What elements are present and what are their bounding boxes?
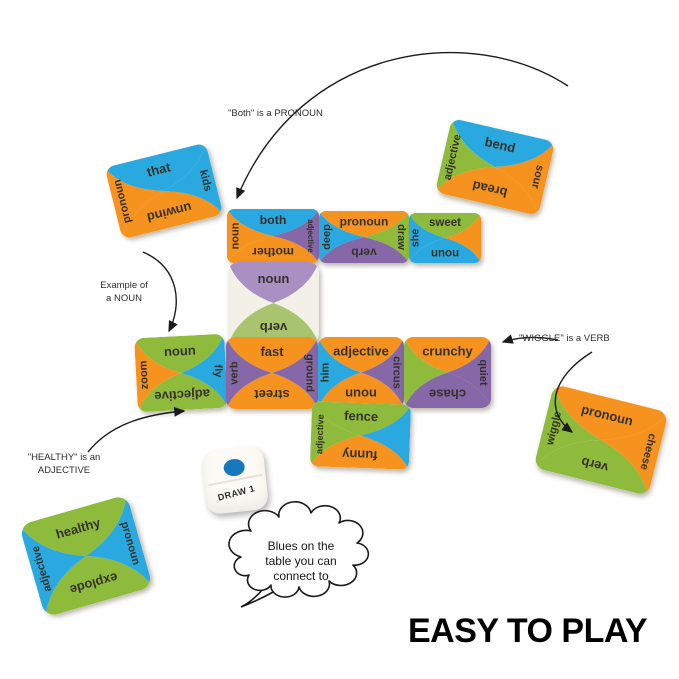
tile-face: crunchy chase quiet	[404, 337, 491, 408]
tile-face: pronoun verb deep draw	[319, 211, 409, 263]
tile-face: noun adjective zoom fly	[134, 333, 228, 413]
tile-word: pronoun	[340, 214, 389, 228]
annotation-example-noun: Example of a NOUN	[88, 280, 160, 306]
annotation-text: "Both" is a PRONOUN	[228, 108, 323, 119]
speech-cloud-outline	[228, 501, 370, 608]
tile-face: fast street verb ground	[226, 337, 318, 409]
tile-word: noun	[258, 271, 290, 286]
tile-word: kids	[197, 169, 214, 193]
annotation-healthy-adjective: "HEALTHY" is an ADJECTIVE	[14, 452, 114, 478]
speech-line: Blues on the	[267, 539, 335, 553]
tile-word: adjective	[306, 219, 315, 253]
tile-word: quiet	[477, 359, 489, 386]
tile-word: verb	[351, 246, 376, 260]
speech-line: connect to	[273, 569, 329, 583]
tile-crunchy: crunchy chase quiet	[404, 337, 491, 408]
tile-word: funny	[341, 447, 378, 463]
tile-word: street	[254, 387, 290, 402]
tile-word: fast	[260, 344, 284, 359]
annotation-line: ADJECTIVE	[37, 464, 91, 476]
tile-example-noun-verb: noun verb	[228, 262, 319, 344]
tile-word: zoom	[137, 360, 150, 390]
tile-word: noun	[345, 386, 377, 401]
tile-word: chase	[429, 386, 466, 401]
tile-face: noun verb	[228, 262, 319, 344]
speech-cloud: Blues on the table you can connect to	[225, 495, 377, 613]
tile-zoom: noun adjective zoom fly	[134, 333, 228, 413]
tile-word: noun	[229, 222, 241, 249]
tile-face: adjective noun him circus	[318, 337, 404, 408]
tile-face: fence funny adjective	[309, 401, 412, 470]
tile-word: him	[320, 363, 332, 383]
tile-word: adjective	[314, 414, 325, 454]
annotation-line: "HEALTHY" is an	[27, 452, 101, 463]
tile-fence: fence funny adjective	[309, 401, 412, 470]
tile-word: verb	[580, 454, 610, 475]
annotation-wiggle-verb: "WIGGLE" is a VERB	[519, 333, 610, 346]
arrow-healthy-adjective	[87, 406, 186, 453]
tile-him: adjective noun him circus	[318, 337, 404, 408]
tile-word: circus	[390, 356, 402, 388]
tile-word: fly	[212, 364, 225, 378]
tile-word: adjective	[333, 344, 389, 359]
tile-word: she	[409, 229, 421, 248]
tile-face: both mother noun adjective	[227, 209, 319, 263]
tile-both: both mother noun adjective	[227, 209, 319, 263]
speech-cloud-text: Blues on the table you can connect to	[225, 539, 377, 584]
annotation-line: a NOUN	[106, 292, 142, 304]
tile-fast: fast street verb ground	[226, 337, 318, 409]
tile-word: both	[260, 213, 287, 227]
tile-word: sweet	[429, 217, 461, 229]
tile-word: noun	[164, 343, 197, 360]
headline: EASY TO PLAY	[407, 612, 648, 650]
die-blue-dot-icon	[222, 458, 246, 478]
annotation-line: Example of	[100, 280, 148, 291]
tile-word: noun	[431, 247, 459, 259]
tile-word: verb	[260, 320, 288, 335]
tile-word: that	[145, 159, 172, 179]
tile-pronoun-verb: pronoun verb deep draw	[319, 211, 409, 263]
tile-word: draw	[395, 224, 407, 250]
speech-line: table you can	[265, 554, 337, 568]
annotation-both-pronoun: "Both" is a PRONOUN	[228, 108, 323, 121]
tile-word: mother	[252, 245, 294, 259]
annotation-text: "WIGGLE" is a VERB	[519, 333, 610, 344]
tile-word: fence	[344, 408, 378, 424]
tile-word: adjective	[154, 386, 210, 404]
tile-word: crunchy	[422, 344, 473, 359]
tile-word: deep	[321, 224, 333, 250]
tile-word: ground	[304, 354, 316, 392]
tile-word: verb	[228, 361, 240, 385]
